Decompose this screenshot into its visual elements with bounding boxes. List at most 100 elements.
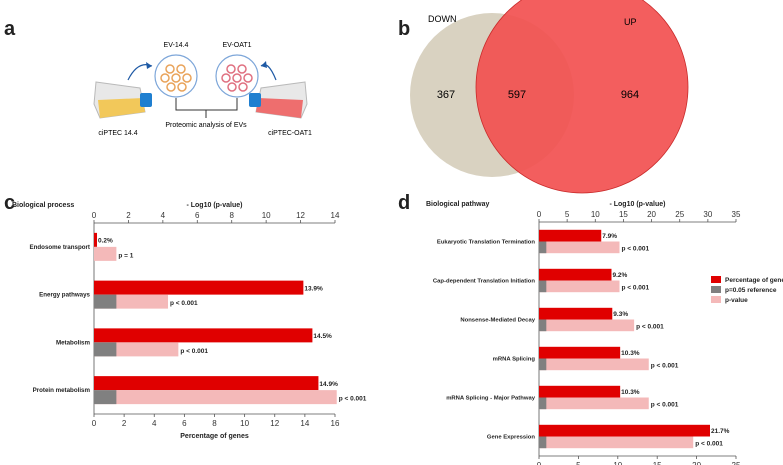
x-bottom-tick-label: 5 bbox=[576, 461, 581, 465]
category-label: Metabolism bbox=[56, 339, 91, 346]
category-label: Eukaryotic Translation Termination bbox=[437, 240, 535, 246]
legend-label: Percentage of gene bbox=[725, 277, 783, 284]
bar-pvalue bbox=[539, 358, 649, 371]
bar-pvalue-label: p < 0.001 bbox=[621, 284, 649, 291]
x-bottom-tick-label: 14 bbox=[300, 419, 309, 428]
bar-reference bbox=[539, 397, 547, 410]
x-top-tick-label: 8 bbox=[229, 211, 234, 220]
legend-label: p=0.05 reference bbox=[725, 287, 777, 294]
x-top-tick-label: 10 bbox=[262, 211, 271, 220]
bar-reference bbox=[94, 390, 117, 405]
bar-pvalue bbox=[539, 436, 694, 449]
bar-percentage-label: 10.3% bbox=[621, 350, 640, 357]
bar-percentage-label: 9.3% bbox=[613, 311, 628, 318]
legend-swatch bbox=[711, 276, 721, 283]
bar-reference bbox=[539, 358, 547, 371]
panel-letter-c: c bbox=[4, 192, 16, 214]
x-top-axis-title: - Log10 (p-value) bbox=[186, 202, 242, 209]
bar-pvalue-label: p < 0.001 bbox=[651, 401, 679, 408]
ev-left-vesicles-icon bbox=[160, 64, 192, 92]
x-bottom-tick-label: 12 bbox=[270, 419, 279, 428]
bar-pvalue-label: p < 0.001 bbox=[621, 245, 649, 252]
flask-right-label: ciPTEC-OAT1 bbox=[268, 130, 312, 137]
ev-right-vesicles-icon bbox=[221, 64, 253, 92]
bar-percentage-label: 21.7% bbox=[711, 428, 730, 435]
bar-percentage-label: 14.5% bbox=[313, 333, 332, 340]
x-bottom-tick-label: 16 bbox=[331, 419, 340, 428]
venn-up-circle bbox=[475, 0, 689, 194]
flask-left-cap bbox=[140, 93, 152, 107]
category-axis-title: Biological process bbox=[12, 202, 74, 209]
bar-pvalue bbox=[94, 246, 117, 261]
flask-right-cap bbox=[249, 93, 261, 107]
category-label: Endosome transport bbox=[29, 244, 90, 251]
x-bottom-axis-title: Percentage of genes bbox=[180, 433, 249, 440]
bar-percentage bbox=[539, 307, 613, 320]
bar-reference bbox=[539, 241, 547, 254]
x-bottom-tick-label: 2 bbox=[122, 419, 127, 428]
bar-percentage bbox=[539, 229, 602, 242]
x-top-tick-label: 25 bbox=[675, 210, 684, 219]
x-bottom-tick-label: 20 bbox=[692, 461, 701, 465]
bar-pvalue-label: p < 0.001 bbox=[651, 362, 679, 369]
bar-pvalue bbox=[539, 280, 620, 293]
category-axis-title: Biological pathway bbox=[426, 201, 490, 208]
x-bottom-tick-label: 0 bbox=[537, 461, 542, 465]
bar-percentage bbox=[539, 424, 710, 437]
venn-up-label: UP bbox=[624, 17, 637, 27]
x-top-tick-label: 0 bbox=[92, 211, 97, 220]
x-top-axis-title: - Log10 (p-value) bbox=[609, 201, 665, 208]
x-bottom-tick-label: 25 bbox=[732, 461, 741, 465]
category-label: Protein metabolism bbox=[33, 387, 91, 394]
venn-overlap-count: 597 bbox=[508, 89, 526, 101]
bar-pvalue bbox=[539, 397, 649, 410]
bar-reference bbox=[539, 319, 547, 332]
venn-up-count: 964 bbox=[621, 89, 639, 101]
x-top-tick-label: 10 bbox=[591, 210, 600, 219]
bar-reference bbox=[94, 342, 117, 357]
bar-pvalue-label: p < 0.001 bbox=[339, 396, 367, 403]
x-top-tick-label: 0 bbox=[537, 210, 542, 219]
bar-percentage bbox=[94, 376, 319, 391]
bar-reference bbox=[539, 436, 547, 449]
x-bottom-tick-label: 10 bbox=[613, 461, 622, 465]
bracket-line bbox=[175, 98, 238, 111]
x-top-tick-label: 4 bbox=[161, 211, 166, 220]
panel-letter-d: d bbox=[398, 192, 411, 214]
flask-left-medium bbox=[98, 98, 145, 118]
x-top-tick-label: 14 bbox=[331, 211, 340, 220]
bar-percentage bbox=[94, 232, 98, 247]
flask-left-icon bbox=[93, 81, 152, 119]
panel-letter-b: b bbox=[398, 18, 411, 40]
x-bottom-tick-label: 15 bbox=[653, 461, 662, 465]
flask-right-icon bbox=[249, 81, 308, 119]
legend-swatch bbox=[711, 286, 721, 293]
bar-pvalue-label: p < 0.001 bbox=[180, 348, 208, 355]
x-bottom-tick-label: 10 bbox=[240, 419, 249, 428]
bar-percentage-label: 14.9% bbox=[319, 381, 338, 388]
x-top-tick-label: 2 bbox=[126, 211, 131, 220]
ev-left-label: EV-14.4 bbox=[164, 42, 189, 49]
category-label: Gene Expression bbox=[487, 435, 536, 441]
x-top-tick-label: 30 bbox=[703, 210, 712, 219]
bar-reference bbox=[539, 280, 547, 293]
x-bottom-tick-label: 4 bbox=[152, 419, 157, 428]
schematic-caption: Proteomic analysis of EVs bbox=[165, 122, 247, 129]
flask-right-medium bbox=[256, 98, 303, 118]
x-bottom-tick-label: 8 bbox=[212, 419, 217, 428]
bar-percentage-label: 13.9% bbox=[304, 285, 323, 292]
bar-percentage bbox=[539, 385, 621, 398]
x-top-tick-label: 6 bbox=[195, 211, 200, 220]
legend-swatch bbox=[711, 296, 721, 303]
bar-pvalue-label: p < 0.001 bbox=[636, 323, 664, 330]
arrow-right-icon bbox=[260, 64, 277, 81]
x-top-tick-label: 35 bbox=[732, 210, 741, 219]
x-top-tick-label: 12 bbox=[296, 211, 305, 220]
bar-percentage bbox=[539, 346, 621, 359]
category-label: Nonsense-Mediated Decay bbox=[460, 318, 535, 324]
category-label: mRNA Splicing - Major Pathway bbox=[446, 396, 536, 402]
bar-percentage bbox=[94, 328, 313, 343]
bar-pvalue bbox=[94, 390, 337, 405]
